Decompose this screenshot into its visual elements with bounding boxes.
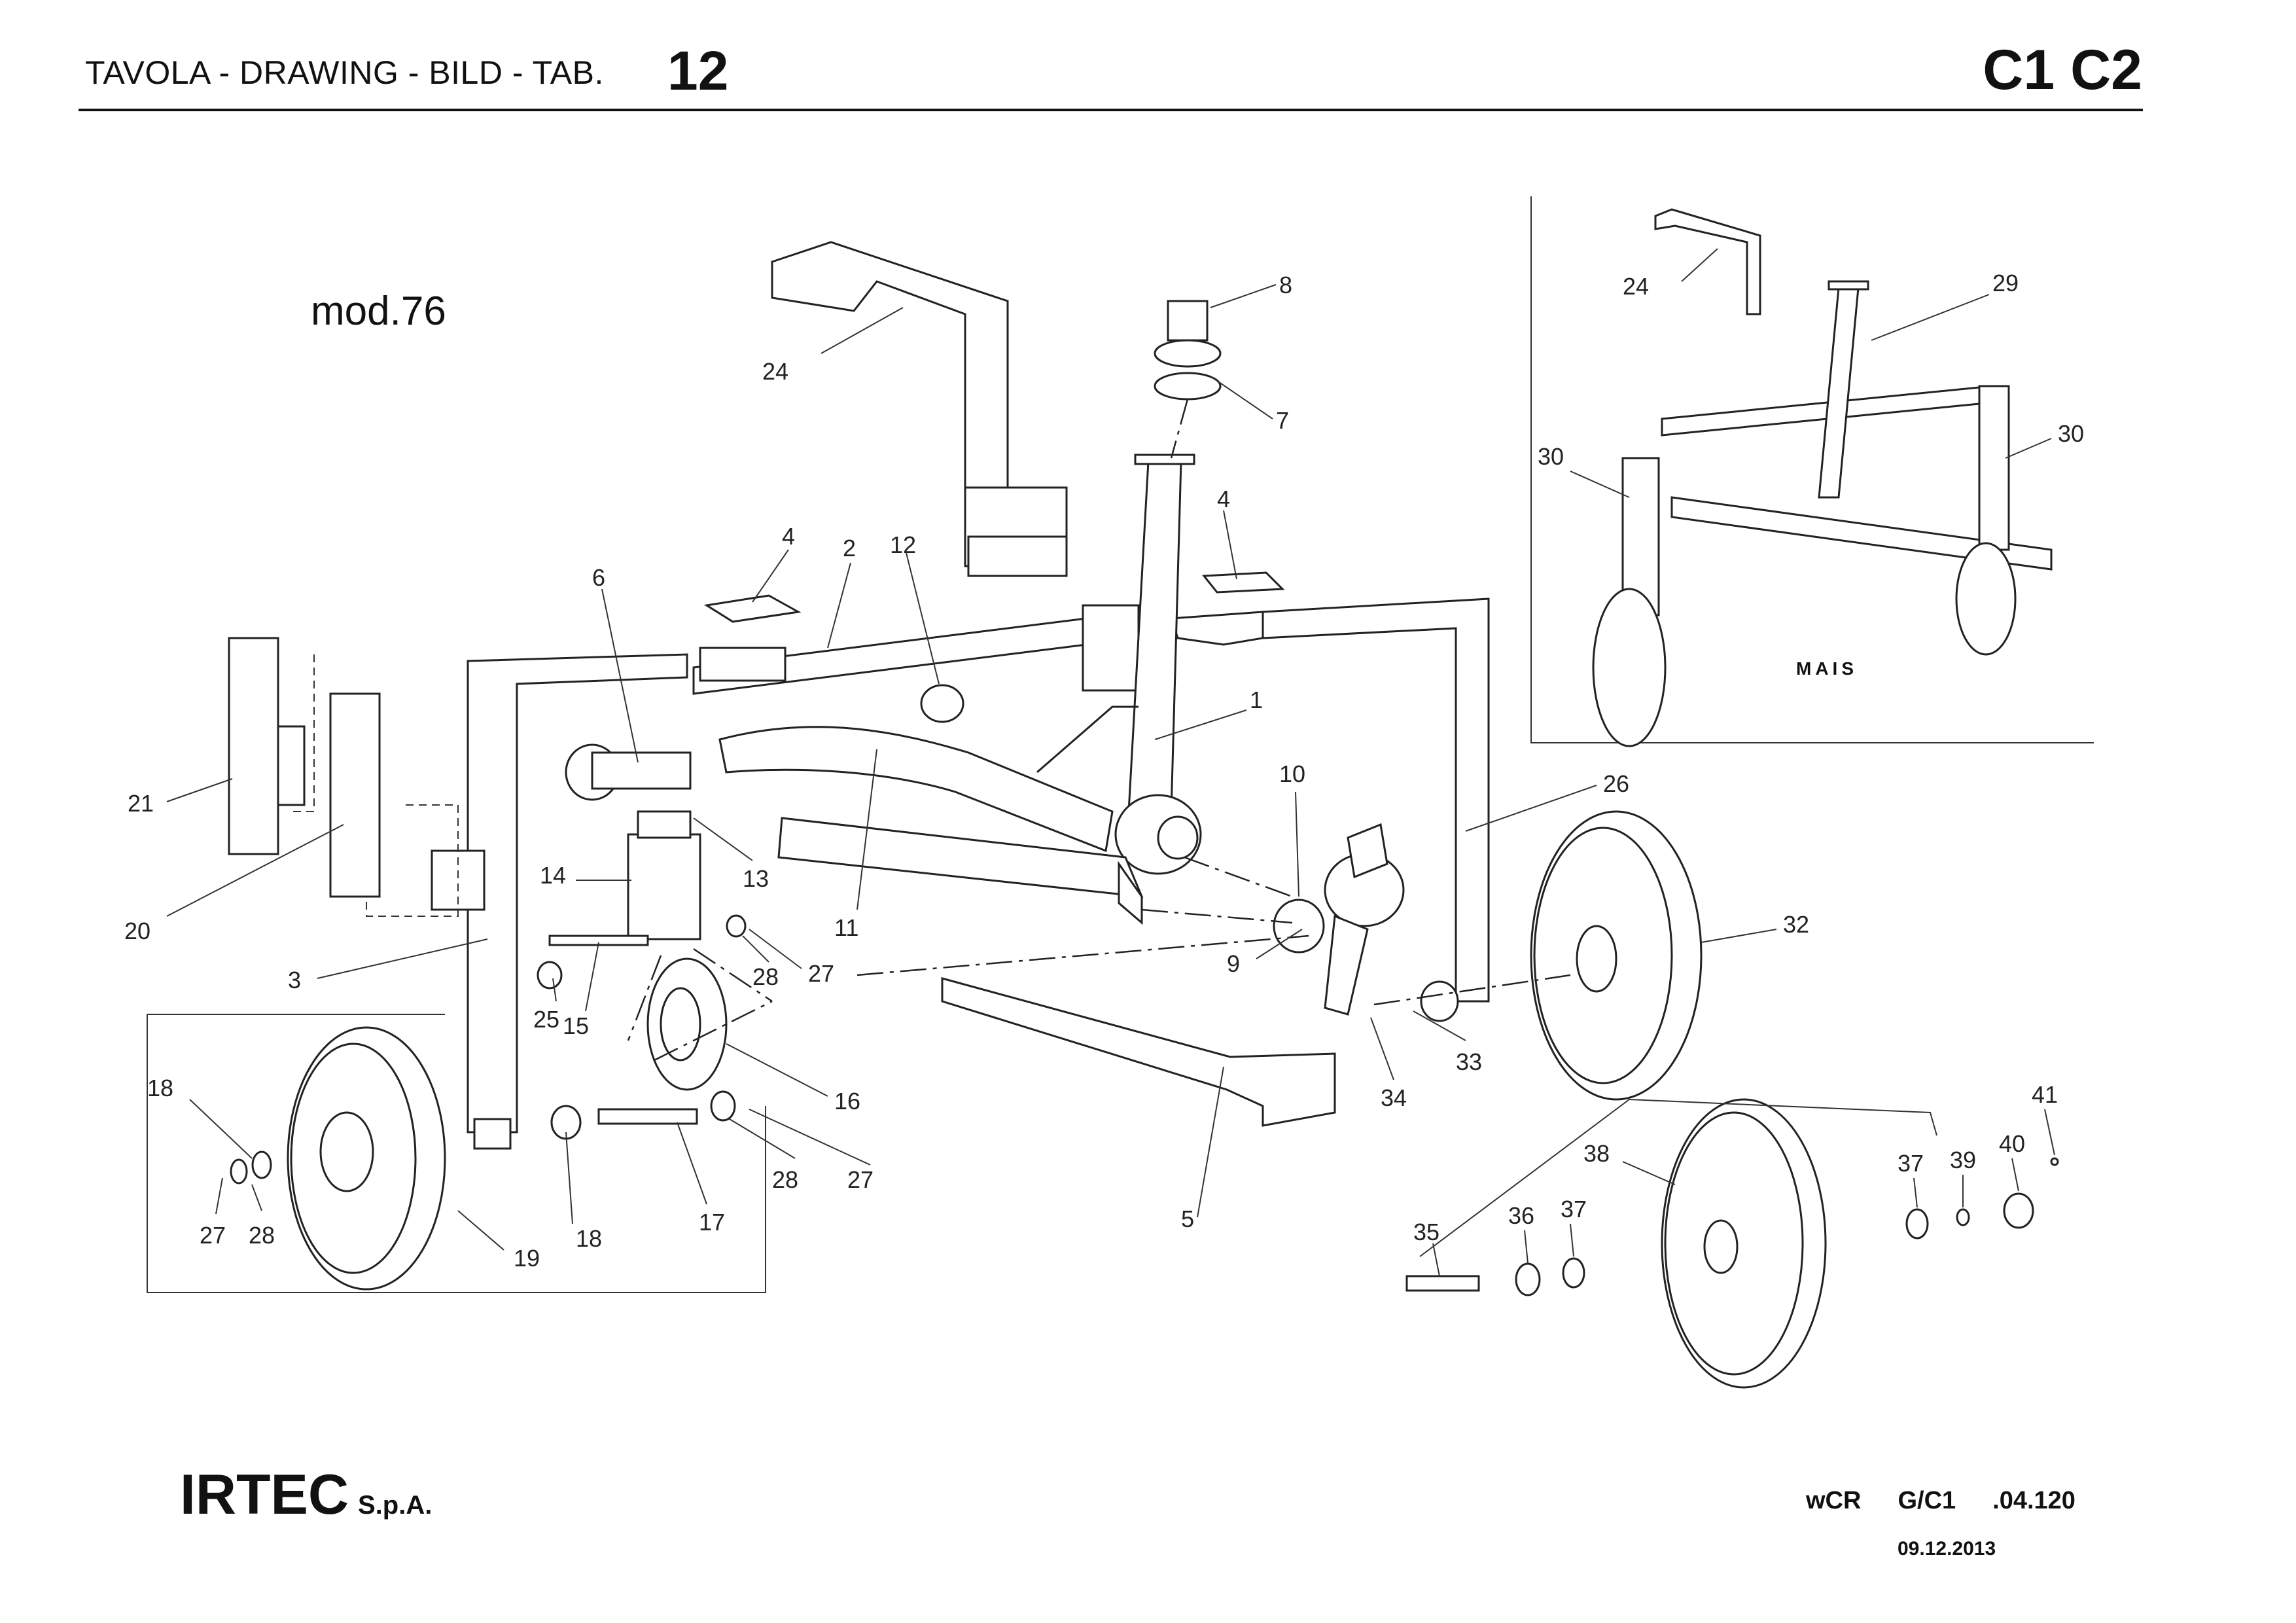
callout-30b: 30 [2058,420,2084,447]
callout-37: 37 [1561,1196,1587,1222]
callout-18: 18 [576,1225,602,1252]
callout-40: 40 [1999,1130,2025,1157]
callout-41: 41 [2032,1081,2058,1108]
model-label: mod.76 [311,289,446,334]
callout-27c: 27 [200,1222,226,1249]
callout-12: 12 [890,531,916,558]
callout-17: 17 [699,1209,725,1236]
table-number: 12 [667,40,729,101]
callout-15: 15 [563,1012,589,1039]
callout-37b: 37 [1898,1150,1924,1177]
callout-18b: 18 [147,1075,173,1101]
callout-36: 36 [1508,1202,1534,1229]
callout-19: 19 [514,1245,540,1272]
callout-4b: 4 [1217,486,1230,512]
callout-21: 21 [128,790,154,817]
brand-suffix: S.p.A. [358,1491,433,1520]
model-codes: C1 C2 [1983,39,2142,101]
code-part: .04.120 [1992,1487,2075,1514]
callout-14: 14 [540,862,566,889]
callout-6: 6 [592,564,605,591]
callout-2: 2 [843,535,856,562]
lower-beam [941,977,1336,1127]
callout-8: 8 [1279,272,1292,298]
callout-10: 10 [1279,760,1305,787]
callout-38: 38 [1583,1140,1610,1167]
drawing-code: wCR G/C1 .04.120 [1806,1487,2075,1515]
callout-1: 1 [1250,687,1263,713]
callout-13: 13 [743,865,769,892]
axle-parts [230,914,747,1185]
callout-11: 11 [834,914,858,941]
callout-7: 7 [1276,407,1289,434]
header-rule [79,109,2143,111]
side-plates [228,637,459,917]
callout-32: 32 [1783,911,1809,938]
callout-39: 39 [1950,1147,1976,1173]
explosion-lines [627,856,1571,1061]
company-brand: IRTEC S.p.A. [180,1463,432,1527]
callout-25: 25 [533,1006,559,1033]
drawing-title: TAVOLA - DRAWING - BILD - TAB. [85,54,604,91]
upper-bracket [771,241,1068,577]
cap-parts [1154,300,1222,459]
mais-inset-drawing [1592,208,2053,747]
inset-frame-left-wheel [147,1014,766,1293]
callout-27: 27 [808,960,834,987]
pipe-fitting [565,743,692,801]
connector-line [1629,1099,1937,1136]
callout-35: 35 [1413,1219,1439,1245]
callout-20: 20 [124,918,150,944]
callout-4: 4 [782,523,795,550]
callout-29: 29 [1992,270,2019,296]
connector-line [1419,1099,1630,1257]
hub-exploded [1405,1098,2059,1389]
callouts: 1 2 3 4 4 5 6 7 8 9 10 11 12 13 14 15 16… [124,248,2084,1277]
callout-30: 30 [1538,443,1564,470]
callout-27b: 27 [847,1166,874,1193]
callout-33: 33 [1456,1048,1482,1075]
plate [703,594,802,623]
code-part: G/C1 [1898,1487,1956,1514]
right-wheel [1420,810,1703,1101]
inset-label-mais: MAIS [1796,658,1858,679]
inset-frame-mais [1530,196,2094,743]
callout-24-inset: 24 [1623,273,1649,300]
callout-28c: 28 [249,1222,275,1249]
main-frame [431,597,1490,1133]
revision-date: 09.12.2013 [1898,1538,1996,1560]
callout-5: 5 [1181,1205,1194,1232]
brand-name: IRTEC [180,1463,349,1526]
main-post [718,454,1202,925]
plate [1202,571,1285,594]
code-part: wCR [1806,1487,1862,1514]
callout-16: 16 [834,1088,860,1115]
clamp [920,684,964,723]
callout-3: 3 [288,967,301,993]
callout-34: 34 [1381,1084,1407,1111]
small-wheel [646,957,728,1091]
callout-28b: 28 [772,1166,798,1193]
callout-24: 24 [762,358,788,385]
callout-9: 9 [1227,950,1240,977]
hinge-assembly [1273,823,1405,1016]
callout-28: 28 [752,963,779,990]
callout-26: 26 [1603,770,1629,797]
caster-bracket [627,810,701,940]
left-wheel [287,1026,512,1291]
